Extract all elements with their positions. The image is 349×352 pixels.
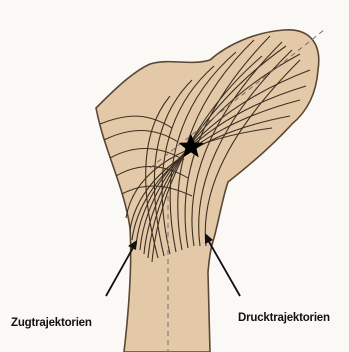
compression-pointer-arrow [205,233,240,296]
compression-trajectories-label: Drucktrajektorien [238,312,330,324]
tension-trajectories-label: Zugtrajektorien [11,317,92,329]
